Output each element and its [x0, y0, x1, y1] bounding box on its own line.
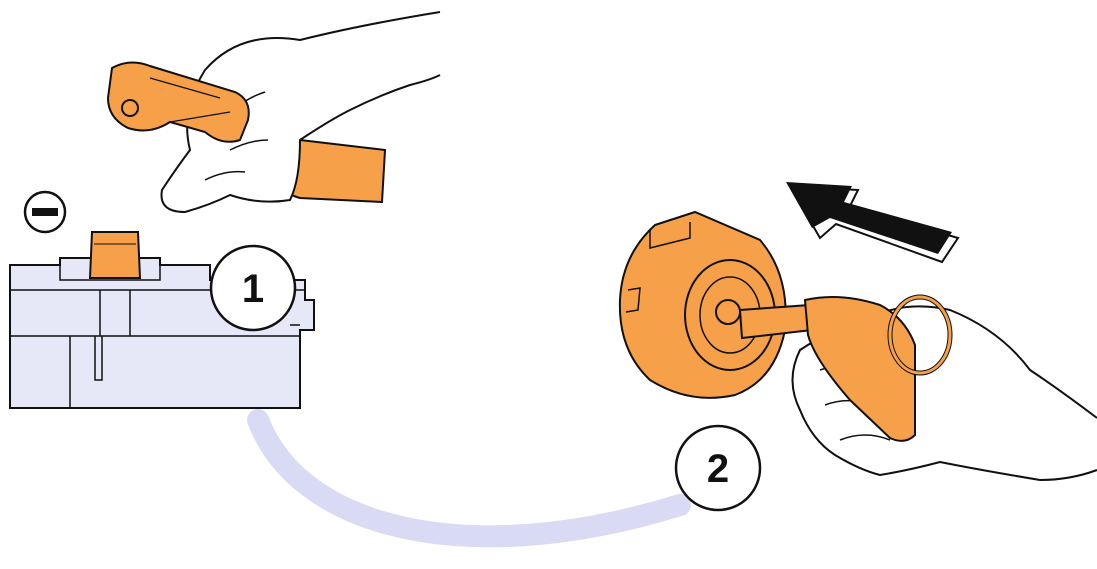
orange-cap-illustration	[618, 210, 787, 399]
hand-holding-tool-illustration	[738, 294, 1097, 482]
step-2-number: 2	[707, 447, 729, 491]
negative-terminal-post	[88, 231, 142, 279]
arrow-left-up-icon	[786, 182, 960, 264]
step-2-badge: 2	[674, 424, 762, 512]
step-1-number: 1	[242, 267, 264, 311]
step-1-badge: 1	[209, 244, 297, 332]
hand-holding-clamp-illustration	[106, 11, 441, 214]
step-connector-arc	[247, 409, 691, 548]
negative-polarity-badge	[23, 190, 67, 234]
